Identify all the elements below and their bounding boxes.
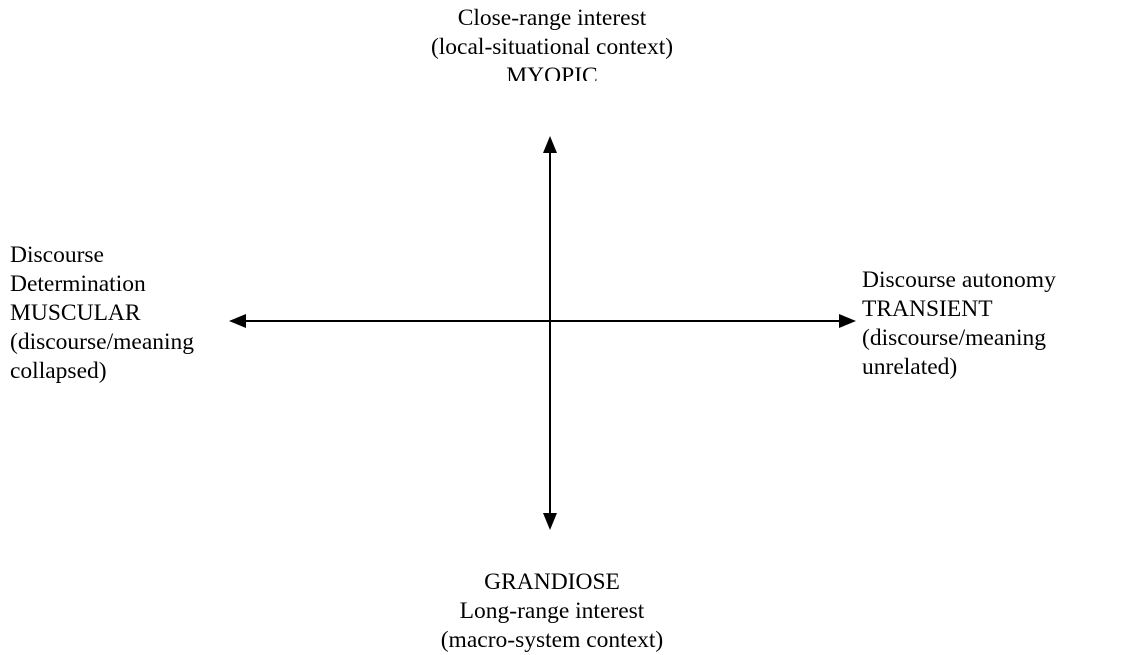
left-pole-line-3: MUSCULAR [10, 300, 141, 326]
bottom-pole-line-3: (macro-system context) [440, 627, 664, 653]
left-pole-line-5: collapsed) [10, 358, 107, 384]
left-pole-line-2: Determination [10, 271, 146, 297]
left-pole-label: Discourse Determination MUSCULAR (discou… [10, 241, 194, 386]
bottom-pole-line-1: GRANDIOSE [484, 569, 620, 595]
top-pole-label: Close-range interest (local-situational … [352, 4, 752, 81]
horizontal-axis-right-arrowhead [839, 314, 856, 328]
left-pole-line-1: Discourse [10, 242, 104, 268]
top-pole-line-3: MYOPIC [506, 63, 598, 81]
horizontal-axis-left-arrowhead [229, 314, 246, 328]
vertical-axis-down-arrowhead [543, 513, 557, 530]
right-pole-line-1: Discourse autonomy [862, 267, 1056, 293]
top-pole-line-2: (local-situational context) [430, 34, 674, 60]
right-pole-line-4: unrelated) [862, 354, 958, 380]
bottom-pole-line-2: Long-range interest [459, 598, 645, 624]
right-pole-line-2: TRANSIENT [862, 296, 993, 322]
right-pole-line-3: (discourse/meaning [862, 325, 1047, 351]
vertical-axis-up-arrowhead [543, 136, 557, 153]
right-pole-label: Discourse autonomy TRANSIENT (discourse/… [862, 266, 1056, 382]
left-pole-line-4: (discourse/meaning [10, 329, 195, 355]
top-pole-line-1: Close-range interest [457, 5, 647, 31]
